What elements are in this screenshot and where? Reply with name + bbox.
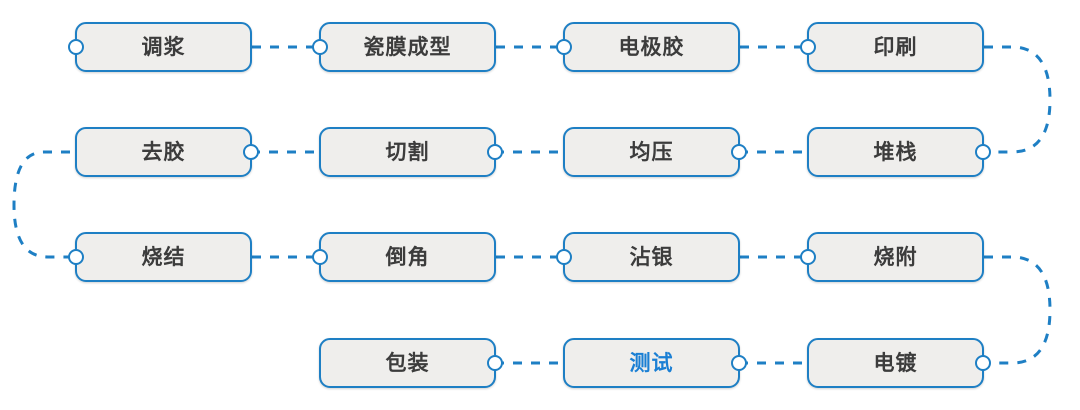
node-port-left-icon[interactable] bbox=[800, 249, 816, 265]
node-port-right-icon[interactable] bbox=[731, 144, 747, 160]
node-port-left-icon[interactable] bbox=[312, 249, 328, 265]
node-port-right-icon[interactable] bbox=[731, 355, 747, 371]
process-node-label: 去胶 bbox=[141, 139, 186, 164]
node-port-right-icon[interactable] bbox=[487, 355, 503, 371]
process-node-label: 沾银 bbox=[629, 244, 674, 269]
process-node-shaofu[interactable]: 烧附 bbox=[800, 232, 984, 282]
node-port-right-icon[interactable] bbox=[975, 355, 991, 371]
process-node-duizhan[interactable]: 堆栈 bbox=[807, 127, 991, 177]
process-node-yinshua[interactable]: 印刷 bbox=[800, 22, 984, 72]
process-node-label: 切割 bbox=[385, 139, 430, 164]
node-port-left-icon[interactable] bbox=[68, 249, 84, 265]
node-port-left-icon[interactable] bbox=[556, 249, 572, 265]
process-node-label: 烧结 bbox=[141, 244, 186, 269]
node-port-left-icon[interactable] bbox=[68, 39, 84, 55]
process-node-label: 倒角 bbox=[385, 244, 430, 269]
node-port-right-icon[interactable] bbox=[243, 144, 259, 160]
process-node-label: 测试 bbox=[629, 350, 674, 375]
process-node-label: 均压 bbox=[629, 139, 674, 164]
process-node-dianjijiao[interactable]: 电极胶 bbox=[556, 22, 740, 72]
process-node-qiege[interactable]: 切割 bbox=[319, 127, 503, 177]
process-node-label: 电极胶 bbox=[618, 34, 685, 59]
process-node-label: 电镀 bbox=[873, 350, 918, 375]
process-node-daojiao[interactable]: 倒角 bbox=[312, 232, 496, 282]
node-port-right-icon[interactable] bbox=[975, 144, 991, 160]
process-node-zhanyin[interactable]: 沾银 bbox=[556, 232, 740, 282]
process-node-label: 调浆 bbox=[141, 34, 186, 59]
process-node-label: 堆栈 bbox=[873, 139, 918, 164]
process-node-label: 印刷 bbox=[873, 34, 918, 59]
process-node-cimochengxing[interactable]: 瓷膜成型 bbox=[312, 22, 496, 72]
process-node-label: 包装 bbox=[385, 350, 430, 375]
process-node-label: 烧附 bbox=[873, 244, 918, 269]
process-node-label: 瓷膜成型 bbox=[363, 34, 452, 59]
process-node-shaojie[interactable]: 烧结 bbox=[68, 232, 252, 282]
process-node-qujiao[interactable]: 去胶 bbox=[75, 127, 259, 177]
process-node-tiaojiang[interactable]: 调浆 bbox=[68, 22, 252, 72]
process-node-ceshi[interactable]: 测试 bbox=[563, 338, 747, 388]
node-port-left-icon[interactable] bbox=[800, 39, 816, 55]
node-port-left-icon[interactable] bbox=[556, 39, 572, 55]
node-port-right-icon[interactable] bbox=[487, 144, 503, 160]
process-node-junya[interactable]: 均压 bbox=[563, 127, 747, 177]
process-node-baozhuang[interactable]: 包装 bbox=[319, 338, 503, 388]
process-node-diandu[interactable]: 电镀 bbox=[807, 338, 991, 388]
node-port-left-icon[interactable] bbox=[312, 39, 328, 55]
